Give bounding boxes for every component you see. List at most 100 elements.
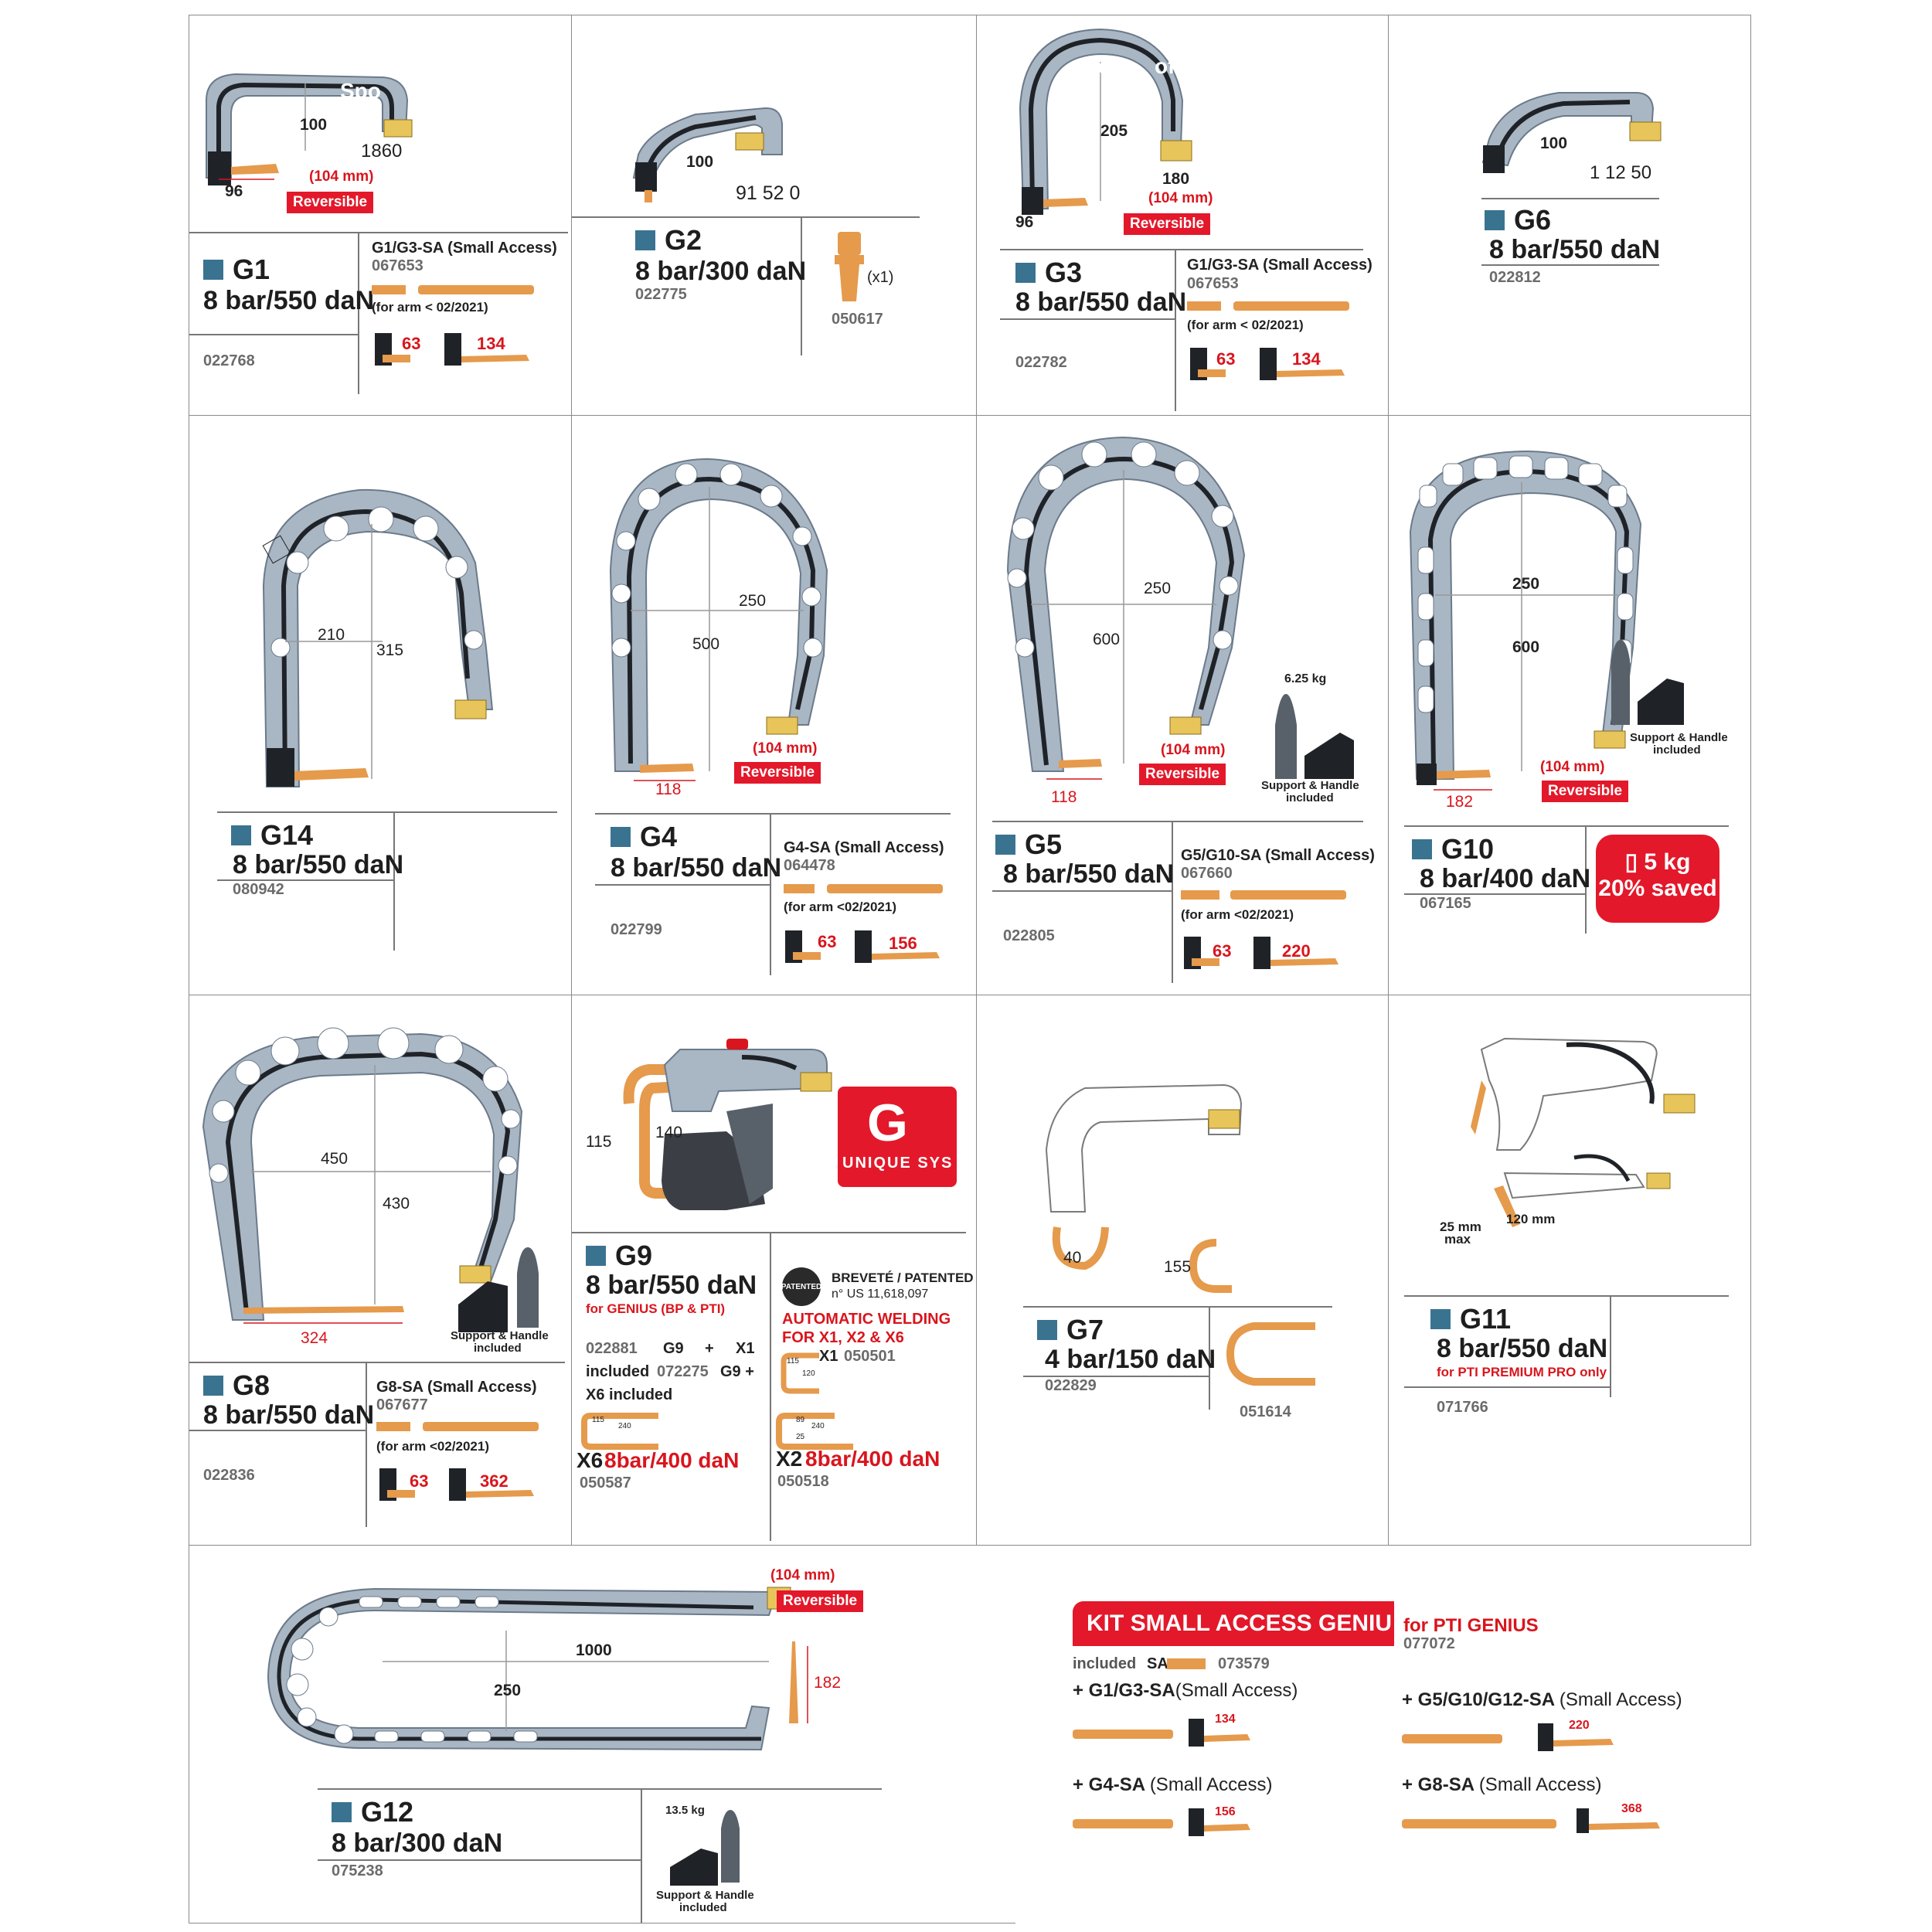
g8-arm-illustration	[202, 1027, 539, 1332]
g3-overlay-1: Set	[1083, 54, 1117, 78]
g5-dim-3: 118	[1051, 788, 1077, 806]
g10-weight-badge: ▯ 5 kg 20% saved	[1596, 835, 1719, 923]
g12-reversible-badge: Reversible	[777, 1590, 864, 1612]
g5-spec: 8 bar/550 daN	[1003, 859, 1175, 889]
g8-dim-1: 450	[321, 1150, 349, 1168]
g9-x6-spec: 8bar/400 daN	[604, 1448, 740, 1472]
g9-x2-spec: 8bar/400 daN	[805, 1447, 940, 1471]
product-card-g5: 250 600 118 (104 mm) Reversible 6.25 kg …	[976, 415, 1389, 996]
g10-square-icon	[1412, 839, 1432, 859]
g11-gun-illustration	[1471, 1037, 1696, 1227]
g9-x2-d1: 89	[796, 1416, 805, 1424]
g3-sa-parts-image	[1187, 301, 1349, 311]
g7-acc-code: 051614	[1240, 1403, 1291, 1420]
g9-patented-badge: PATENTED	[781, 1267, 821, 1306]
g10-arm-illustration	[1409, 450, 1684, 791]
g5-sa-note: (for arm <02/2021)	[1181, 907, 1294, 922]
g3-num-2: 134	[1292, 349, 1321, 369]
g14-dim-2: 315	[376, 641, 404, 659]
g5-support: Support & Handle	[1261, 779, 1359, 792]
g3-dim-3: 96	[1015, 213, 1034, 231]
g12-square-icon	[332, 1802, 352, 1822]
g1-mm-label: (104 mm)	[309, 168, 374, 185]
g7-accessory-image	[1226, 1322, 1315, 1386]
g4-dim-3: 118	[655, 781, 682, 798]
g12-dim-1: 1000	[576, 1641, 612, 1659]
g9-x1-d2: 120	[802, 1369, 815, 1378]
kit-line2: + G4-SA (Small Access)	[1073, 1774, 1273, 1795]
g1-overlay-text: Spo	[340, 79, 381, 103]
g8-num-1: 63	[410, 1471, 429, 1491]
g10-support: Support & Handle	[1630, 731, 1728, 744]
g4-spec: 8 bar/550 daN	[611, 853, 782, 883]
g9-line2-code: 072275	[657, 1363, 709, 1380]
g9-line1-b: +	[705, 1340, 714, 1357]
g2-dim-1: 100	[686, 153, 714, 171]
g9-genius-logo: G UNIQUE SYS	[838, 1087, 957, 1187]
g4-title: G4	[611, 821, 677, 853]
g3-sa-label: G1/G3-SA (Small Access)	[1187, 257, 1372, 274]
g3-arm-illustration	[1019, 28, 1192, 215]
g1-spec: 8 bar/550 daN	[203, 286, 375, 315]
g10-dim-1: 250	[1512, 575, 1540, 593]
g6-dim-2: 1 12 50	[1590, 162, 1652, 183]
g9-line1-c: X1	[736, 1340, 755, 1357]
g9-x1-d1: 115	[787, 1357, 799, 1366]
product-card-g7: 40 155 G7 4 bar/150 daN 022829 051614	[976, 995, 1389, 1546]
g9-x2-code: 050518	[777, 1473, 829, 1490]
g10-title: G10	[1412, 833, 1494, 866]
g9-line3: X6 included	[586, 1386, 673, 1403]
g14-code: 080942	[233, 881, 284, 898]
g5-code: 022805	[1003, 927, 1055, 944]
g4-square-icon	[611, 827, 631, 847]
g11-dim-2: 120 mm	[1506, 1212, 1556, 1226]
g11-dim-1: 25 mm	[1440, 1219, 1481, 1234]
g4-dim-2: 500	[692, 635, 720, 653]
g3-reversible-badge: Reversible	[1124, 213, 1211, 235]
g1-reversible-badge: Reversible	[287, 192, 374, 213]
g9-x6-electrode-image	[581, 1413, 658, 1450]
g14-title: G14	[231, 819, 313, 852]
g12-dim-2: 250	[494, 1682, 522, 1699]
g8-code: 022836	[203, 1467, 255, 1484]
g7-square-icon	[1037, 1320, 1057, 1340]
product-card-g1: Spo 100 1860 96 (104 mm) Reversible G1 8…	[189, 15, 573, 417]
g9-spec: 8 bar/550 daN	[586, 1270, 757, 1300]
g1-sa-label: G1/G3-SA (Small Access)	[372, 240, 557, 257]
kit-line3-parts	[1402, 1723, 1614, 1751]
g11-sub: for PTI PREMIUM PRO only	[1437, 1365, 1607, 1379]
g2-square-icon	[635, 230, 655, 250]
g9-logo-text: UNIQUE SYS	[842, 1155, 954, 1172]
g8-support: Support & Handle	[451, 1329, 549, 1342]
g9-x2-electrode-image	[776, 1413, 853, 1450]
g8-spec: 8 bar/550 daN	[203, 1400, 375, 1430]
g1-code: 022768	[203, 352, 255, 369]
g4-num-2: 156	[889, 934, 917, 953]
product-card-g14: 210 315 G14 8 bar/550 daN 080942	[189, 415, 573, 996]
product-card-g10: 250 600 182 (104 mm) Reversible Support …	[1388, 415, 1751, 996]
g10-mm-label: (104 mm)	[1540, 759, 1605, 775]
g3-spec: 8 bar/550 daN	[1015, 287, 1187, 317]
g12-code: 075238	[332, 1862, 383, 1879]
g2-acc-qty: (x1)	[867, 269, 894, 286]
g5-sa-parts-image	[1181, 890, 1346, 900]
kit-line4-parts	[1402, 1808, 1660, 1833]
g4-dim-1: 250	[739, 592, 767, 610]
g9-x6-d1: 115	[592, 1416, 604, 1424]
product-card-g8: 450 430 324 Support & Handle included G8…	[189, 995, 573, 1546]
g12-support-image	[670, 1810, 740, 1886]
g14-square-icon	[231, 825, 251, 845]
g9-sub: for GENIUS (BP & PTI)	[586, 1301, 726, 1316]
g5-sa-code: 067660	[1181, 865, 1233, 882]
g14-dim-1: 210	[318, 626, 345, 644]
g11-spec: 8 bar/550 daN	[1437, 1334, 1608, 1363]
g4-sa-parts-image	[784, 884, 943, 893]
product-card-g12: (104 mm) Reversible 1000 250 182 G12 8 b…	[189, 1545, 1017, 1923]
g1-sa-parts-image	[372, 285, 534, 294]
g9-dim-1: 115	[586, 1133, 612, 1151]
g12-arm-illustration	[267, 1587, 808, 1751]
g1-num-1: 63	[402, 334, 421, 353]
g9-line2: included	[586, 1363, 650, 1380]
g1-title: G1	[203, 253, 270, 286]
g6-code: 022812	[1489, 269, 1541, 286]
